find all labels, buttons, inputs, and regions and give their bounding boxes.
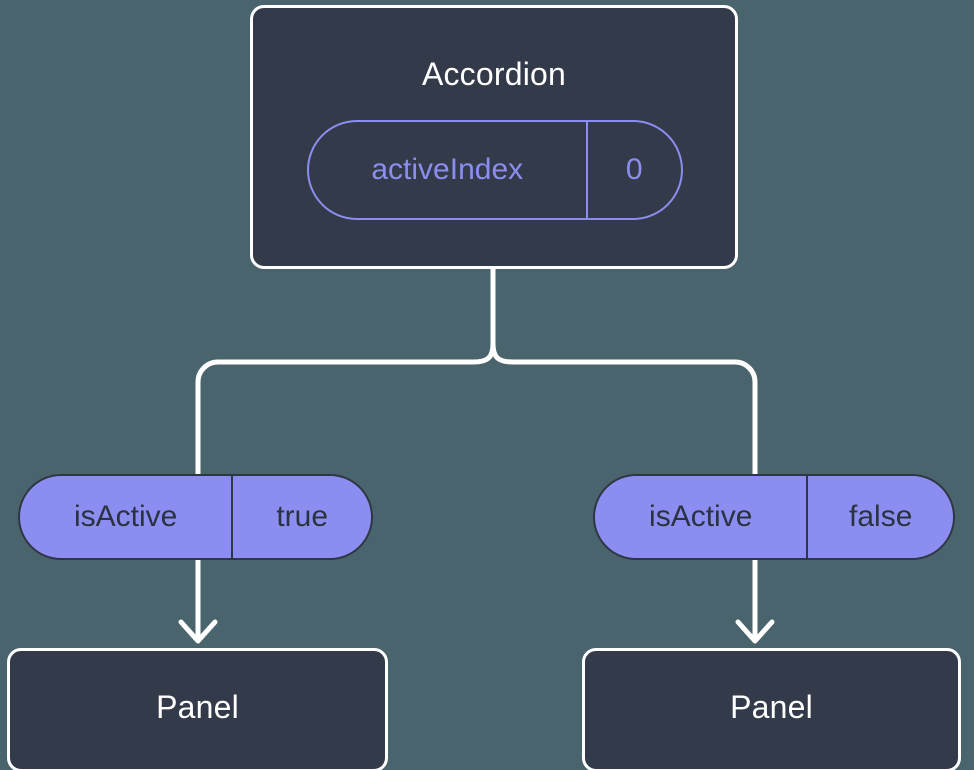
- node-panel-left-title: Panel: [156, 689, 239, 725]
- edge-root-to-left-pill: [195, 341, 496, 478]
- prop-pill-is-active-false-value: false: [806, 476, 953, 558]
- arrowhead-right-icon: [735, 619, 775, 644]
- state-pill-active-index-value: 0: [585, 122, 681, 218]
- arrowhead-left-icon: [178, 619, 218, 644]
- prop-pill-is-active-false-key: isActive: [649, 500, 753, 533]
- prop-pill-is-active-false[interactable]: isActive false: [593, 474, 955, 560]
- node-panel-right[interactable]: Panel: [582, 648, 961, 770]
- node-panel-left[interactable]: Panel: [7, 648, 388, 770]
- prop-pill-is-active-true[interactable]: isActive true: [18, 474, 373, 560]
- state-pill-active-index[interactable]: activeIndex 0: [307, 120, 683, 220]
- edge-root-to-right-pill: [490, 341, 758, 478]
- state-pill-active-index-key: activeIndex: [371, 153, 524, 186]
- prop-pill-is-active-true-key: isActive: [74, 500, 178, 533]
- prop-pill-is-active-true-value: true: [231, 476, 371, 558]
- node-accordion-title: Accordion: [421, 56, 567, 92]
- node-panel-right-title: Panel: [730, 689, 813, 725]
